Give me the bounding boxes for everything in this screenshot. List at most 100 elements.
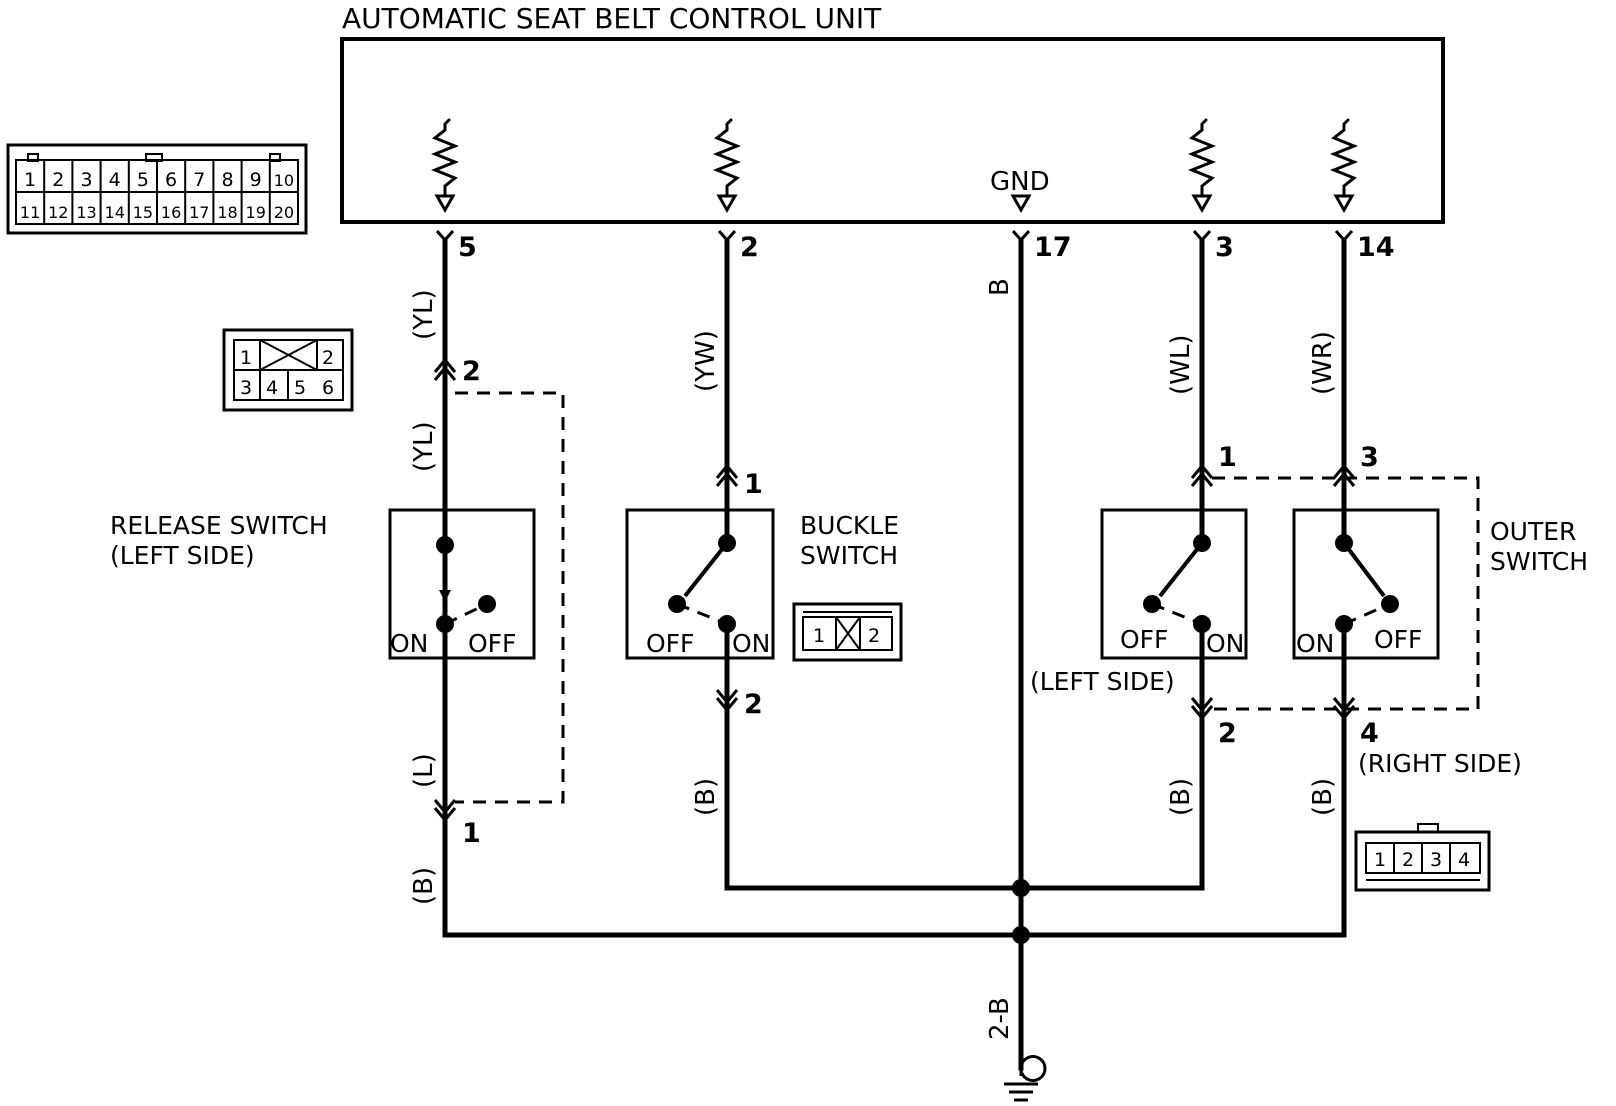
wire-color-wr: (WR) [1308,331,1338,395]
terminal-2-buckle: 2 [744,689,763,720]
svg-text:3: 3 [240,377,252,399]
wire-color-b-ground: B [985,278,1015,296]
pin-17-label: 17 [1034,232,1072,263]
svg-text:4: 4 [1458,849,1470,871]
release-switch-on: ON [390,629,428,658]
wire-color-b-outer-right: (B) [1308,778,1338,816]
outer-right-off: OFF [1374,625,1422,654]
internal-ground-pin17 [1010,194,1032,214]
wire-color-wl: (WL) [1166,335,1196,395]
svg-text:2: 2 [322,347,334,369]
terminal-1-release: 1 [462,818,481,849]
internal-resistor-pin2 [712,118,742,214]
control-unit-title: AUTOMATIC SEAT BELT CONTROL UNIT [342,2,882,35]
svg-text:6: 6 [322,377,334,399]
ecu-pin-number: 8 [221,169,233,191]
internal-resistor-pin3 [1187,118,1217,214]
ecu-pin-number: 15 [133,203,153,222]
terminal-4-outer-right: 4 [1360,718,1379,749]
buckle-switch-connector-2pin: 1 2 [792,602,903,662]
outer-switch-right-box: ON OFF [1292,507,1440,661]
connector-chevron-outer-right-top [1332,463,1356,487]
svg-text:5: 5 [294,377,306,399]
svg-text:2: 2 [868,625,880,647]
svg-text:4: 4 [266,377,278,399]
ecu-pin-number: 12 [48,203,68,222]
terminal-2-release: 2 [462,356,481,387]
terminal-1-outer-left: 1 [1218,442,1237,473]
ecu-pin-number: 2 [52,169,64,191]
ecu-pin-number: 13 [76,203,96,222]
wire-color-l: (L) [409,753,439,788]
wire-color-b-buckle: (B) [691,778,721,816]
outer-switch-label-line1: OUTER [1490,517,1576,546]
outer-switch-connector-4pin: 1 2 3 4 [1354,823,1491,892]
ecu-pin-number: 3 [80,169,92,191]
buckle-switch-label-line2: SWITCH [800,541,898,570]
pin-2-label: 2 [740,232,759,263]
ecu-pin-number: 4 [109,169,121,191]
release-switch-off: OFF [468,629,516,658]
ecu-pin-number: 16 [161,203,181,222]
outer-switch-left-side-label: (LEFT SIDE) [1030,667,1175,696]
gnd-label: GND [990,167,1050,197]
connector-chevron-outer-left-bottom [1190,697,1214,721]
connector-chevron-outer-left-top [1190,463,1214,487]
ecu-pin-number: 10 [274,171,294,190]
ecu-pin-number: 9 [250,169,262,191]
svg-text:1: 1 [813,625,825,647]
ecu-pin-number: 1 [24,169,36,191]
wire-color-ground-2b: 2-B [985,997,1015,1040]
ecu-pin-number: 7 [193,169,205,191]
internal-resistor-pin14 [1329,118,1359,214]
buckle-switch-label-line1: BUCKLE [800,511,899,540]
junction-upper [1012,879,1030,897]
terminal-1-buckle: 1 [744,469,763,500]
svg-text:1: 1 [240,347,252,369]
buckle-switch-off: OFF [646,629,694,658]
connector-chevron-release-bottom [433,799,457,823]
connector-chevron-buckle-bottom [715,689,739,713]
ecu-pin-number: 14 [105,203,125,222]
release-connector-dashed-outline [455,391,565,804]
ground-symbol [1004,1055,1047,1102]
svg-text:3: 3 [1430,849,1442,871]
release-switch-connector-6pin: 1 2 3 4 5 6 [222,328,354,412]
pin-3-label: 3 [1215,232,1234,263]
svg-text:1: 1 [1374,849,1386,871]
ecu-pin-number: 20 [274,203,294,222]
release-switch-label-line2: (LEFT SIDE) [110,541,255,570]
ecu-pin-number: 11 [20,203,40,222]
svg-text:2: 2 [1402,849,1414,871]
ecu-pin-number: 19 [246,203,266,222]
outer-right-on: ON [1296,629,1334,658]
buckle-switch-box: OFF ON [625,507,775,661]
terminal-3-outer-right: 3 [1360,442,1379,473]
ecu-pin-number: 6 [165,169,177,191]
release-switch-label-line1: RELEASE SWITCH [110,511,328,540]
outer-left-off: OFF [1120,625,1168,654]
ecu-pin-number: 17 [189,203,209,222]
junction-lower [1012,926,1030,944]
outer-left-on: ON [1206,629,1244,658]
wire-color-b-release: (B) [409,867,439,905]
outer-switch-left-box: OFF ON [1100,507,1248,661]
ecu-pin-number: 5 [137,169,149,191]
outer-switch-label-line2: SWITCH [1490,547,1588,576]
connector-chevron-buckle-top [715,463,739,487]
wire-color-yl-lower: (YL) [409,421,439,472]
buckle-switch-on: ON [732,629,770,658]
pin-5-label: 5 [458,232,477,263]
internal-resistor-pin5 [430,118,460,214]
wire-color-yw: (YW) [691,330,721,392]
ecu-pin-number: 18 [217,203,237,222]
connector-chevron-release-top [433,357,457,381]
terminal-2-outer-left: 2 [1218,718,1237,749]
outer-switch-right-side-label: (RIGHT SIDE) [1358,749,1522,778]
outer-switch-connector-dashed-outline [1212,476,1480,711]
pin-14-label: 14 [1357,232,1395,263]
wire-color-yl-upper: (YL) [409,289,439,340]
control-unit-box [340,37,1445,224]
